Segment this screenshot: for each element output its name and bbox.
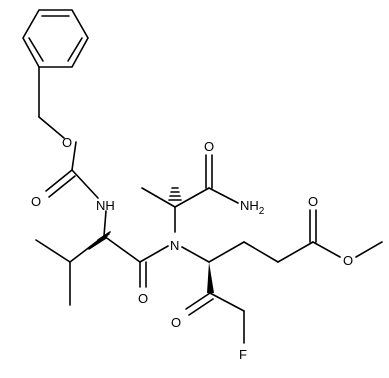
benzene-ring [22,9,89,68]
ketone-ch2-bond [209,292,245,312]
aromatic-inner-bond [28,37,44,62]
methoxy-bond [355,241,383,258]
carbamate-carbonyl-bond-1 [45,169,73,192]
atom-label-o-ester-carbonyl: O [308,194,318,209]
n-calpha-bond [181,246,210,263]
side-chain-bond-1 [208,241,245,263]
alanine-ca-carbonyl-bond [174,187,210,208]
atom-label-n-amide: NH2 [240,198,265,217]
valine-hashed-wedge [88,231,111,250]
atom-label-o-amide: O [204,139,214,154]
alanine-residue [141,154,239,233]
fluoroketone-bold-wedge [207,262,214,293]
valine-n-ca-bond [103,210,107,237]
valine-residue [35,210,169,306]
atom-label-o-carbamate: O [31,194,41,209]
benzene-ring-outline [22,9,89,68]
aromatic-inner-bond [67,37,83,62]
atom-label-o-ester-link: O [62,135,72,150]
alanine-methyl-bond [141,187,176,208]
atom-label-n-carbamate: NH [96,198,115,213]
amide-nh2-bond [208,187,239,204]
atom-label-o-ketone: O [171,315,181,330]
benzyl-o-bond [38,116,65,139]
ketone-bond-1 [185,292,211,310]
fluoroketone-residue [181,209,383,344]
valine-ca-carbonyl-bond [103,235,141,263]
atom-label-f: F [239,347,247,362]
side-chain-bond-2 [243,241,279,263]
atom-labels: O O NH O NH2 N O O F O O [31,135,353,362]
ester-o-bond [312,241,341,258]
cbz-group [38,66,99,199]
atom-label-o-valine-carbonyl: O [138,291,148,306]
atom-label-o-methoxy: O [343,253,353,268]
carbamate-n-bond [71,169,99,199]
atom-label-n-amine: N [170,238,179,253]
valine-carbonyl-n-bond [139,245,169,263]
alanine-hashed-wedge [168,187,182,201]
isopropyl-methyl-bond-2 [35,239,71,263]
carbamate-carbonyl-bond-2 [48,175,76,198]
ketone-bond-2 [188,298,214,316]
ester-o-carbonyl-bond [71,141,77,171]
side-chain-bond-3 [277,241,314,263]
